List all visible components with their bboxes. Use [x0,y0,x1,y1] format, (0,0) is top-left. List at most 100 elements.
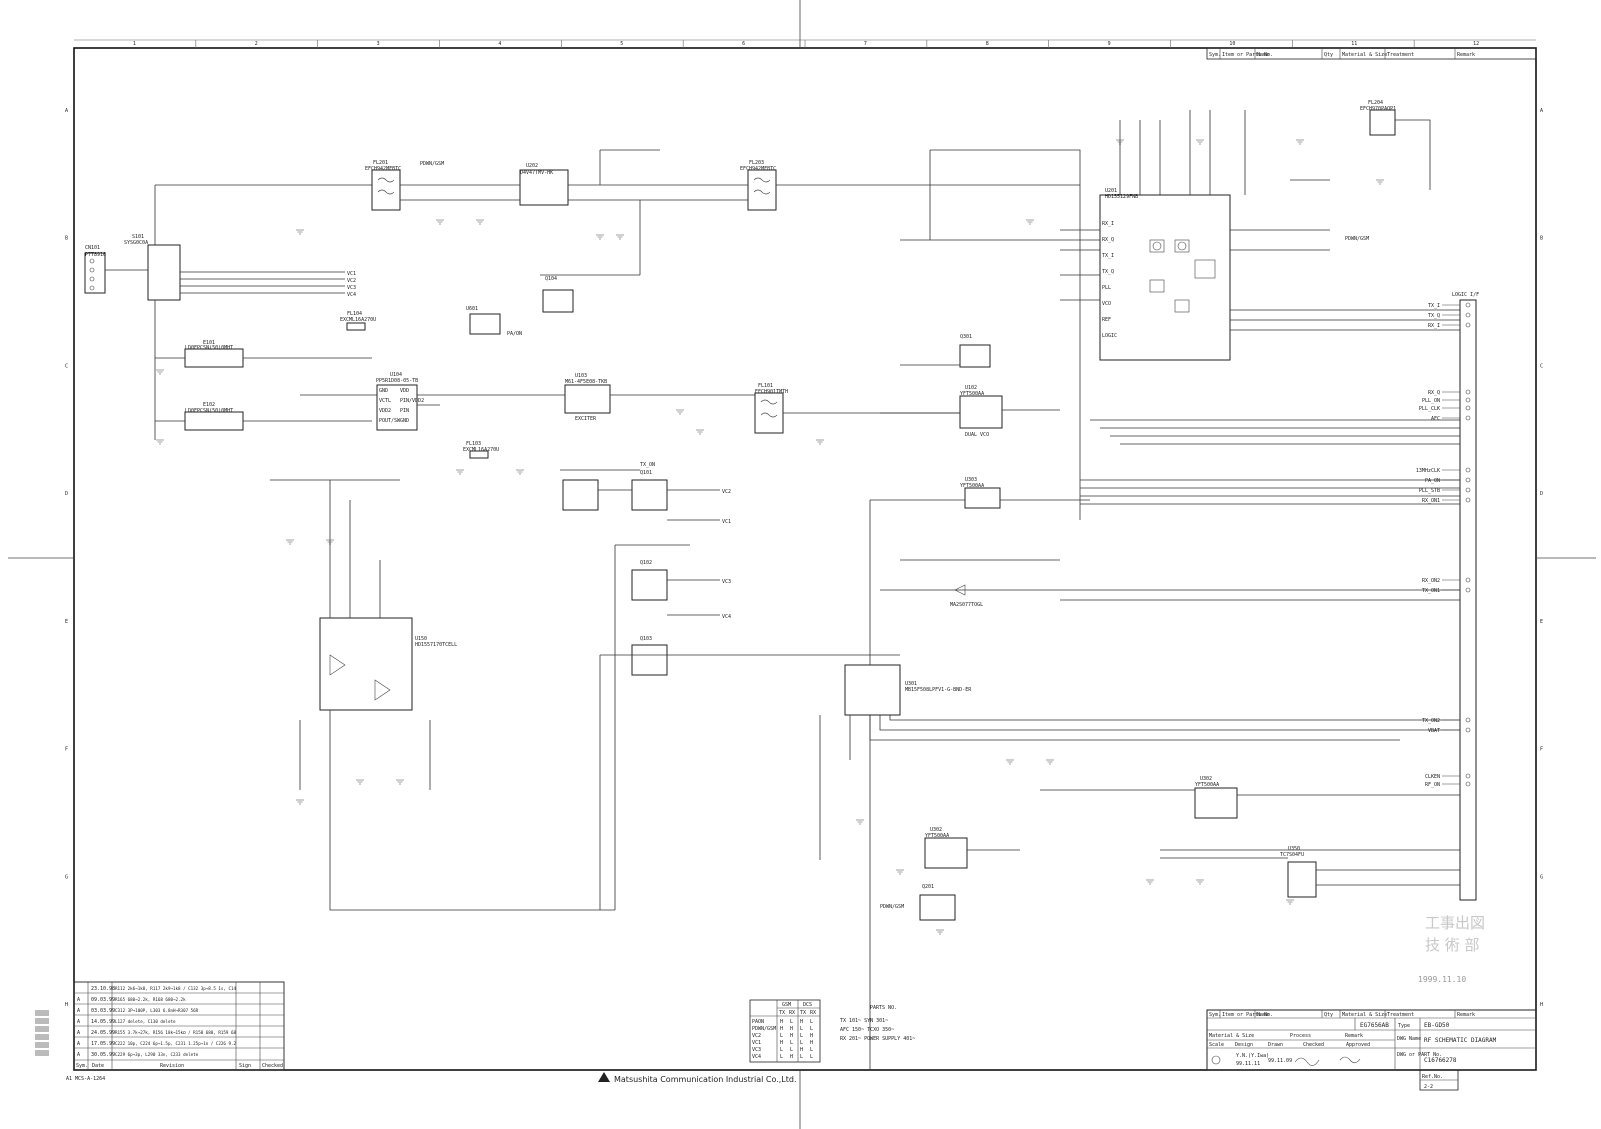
rev-row-date: 23.10.98 [91,986,115,992]
u103-label: U103 [575,373,587,379]
fl203-part: EFCH942MFBTC [740,166,776,172]
fl103-part: EXCML16A270U [463,447,499,453]
rev-row-text: R112 2k6→1k8, R117 2k9→1k8 / C132 3p→8.5… [115,986,236,991]
ground-symbol [436,219,444,225]
q301-label: Q201 [922,884,934,890]
q181-label: Q301 [960,334,972,340]
u201-section: U201 HD155129FNB RX_IRX_QTX_ITX_QPLLVCOR… [900,100,1460,520]
mode-row-value: H [810,1040,813,1046]
mode-row-value: H [790,1033,793,1039]
logic-if-pin-dot [1465,415,1471,421]
dwg-name: RF SCHEMATIC DIAGRAM [1424,1037,1497,1044]
vc1-out: VC1 [722,519,731,525]
logic-if-pin-dot [1465,467,1471,473]
rev-row-date: 17.05.99 [91,1041,115,1047]
rev-row-text: R165 680→2.2k, R168 680→2.2k [115,997,186,1002]
logic-if-pin-label: PA_ON [1425,478,1440,484]
q102-label: Q101 [640,470,652,476]
rev-row-text: C312 3P→100P, L303 6.8nH→R307 56R [115,1008,199,1013]
grid-row-label: F [1540,747,1543,753]
grid-row-label: G [1540,874,1543,880]
grid-col-label: 4 [498,41,501,47]
grid-col-label: 10 [1229,41,1235,47]
pdwn-gsm-net-2: PDWN/GSM [1345,236,1369,242]
ground-symbol [396,779,404,785]
ground-symbol [156,369,164,375]
grid-col-label: 1 [133,41,136,47]
grid-row-label: H [1540,1002,1543,1008]
stamp-date: 1999.11.10 [1418,975,1466,984]
ground-symbol [356,779,364,785]
u103-part: M61-4F5E08-TKB [565,379,607,385]
u303-label: U302 [1200,776,1212,782]
q103-label: Q102 [640,560,652,566]
mode-row-value: L [810,1019,813,1025]
logic-if-pin-label: TX_ON2 [1422,718,1440,724]
signatures [1294,1056,1361,1066]
e102-part: LD0FPCSN(50)0MHT [185,408,233,414]
rev-col-revision: Revision [160,1063,184,1069]
u201-pin-label: TX_I [1102,253,1114,259]
dwg-part-label: DWG or PART No. [1397,1052,1442,1058]
mode-sub-rx1: RX [789,1010,795,1016]
u350-part: YFT500AA [960,483,984,489]
grid-row-label: H [65,1002,68,1008]
design-name: Y.N.(Y.Iwa) [1236,1053,1269,1059]
dwg-name-label: DWG Name [1397,1036,1421,1042]
fl101-part: EFCH901TMTH [755,389,788,395]
mode-row-label: VC3 [752,1047,761,1053]
u201-pin-label: VCO [1102,301,1111,307]
mode-row-value: H [800,1019,803,1025]
rev-row-sym: A [77,1008,80,1014]
logic-if-pin-dot [1465,322,1471,328]
sheet-number: 2-2 [1424,1084,1433,1090]
u102-label: U102 [965,385,977,391]
rev-row-text: C229 6p→3p, L290 33n, C233 delete [115,1052,199,1057]
rev-row-sym: A [77,1052,80,1058]
logic-if-pin-label: TX_I [1428,303,1440,309]
vc1-net: VC1 [347,271,356,277]
ground-symbol [896,869,904,875]
mode-row-value: L [800,1040,803,1046]
grid-col-label: 11 [1351,41,1357,47]
mode-row-label: VC2 [752,1033,761,1039]
grid-col-label: 12 [1473,41,1479,47]
mode-row-value: L [790,1019,793,1025]
mode-dcs-header: DCS [803,1002,812,1008]
mode-row-value: H [780,1019,783,1025]
ground-symbol [1046,759,1054,765]
ground-symbol [1146,879,1154,885]
ground-symbol [676,409,684,415]
company-name: Matsushita Communication Industrial Co.,… [614,1075,797,1084]
ground-symbol [816,439,824,445]
logic-if-pin-dot [1465,397,1471,403]
scale-label: Scale [1209,1042,1224,1048]
design-date: 99.11.11 [1236,1061,1260,1067]
mode-row-value: L [810,1054,813,1060]
u104-pin-label: GND [400,418,409,424]
ground-symbol [1376,179,1384,185]
rev-col-sym: Sym. [76,1063,88,1069]
mode-sub-tx1: TX [779,1010,785,1016]
rev-row-text: R155 3.7k→27k, R156 18k→15kΩ / R158 680,… [115,1030,236,1035]
grid-row-label: E [65,619,68,625]
parts-no-line-1: TX 101~ SYN 301~ [840,1018,888,1024]
ground-symbol [596,234,604,240]
rev-row-text: C222 10p, C224 6p→1.5p, C231 1.25p→1n / … [115,1041,236,1046]
u102-part: YFT500AA [960,391,984,397]
u104-pin-label: POUT/SW [379,418,401,424]
mode-row-value: L [800,1033,803,1039]
parts-no-block: PARTS NO. TX 101~ SYN 301~ AFC 150~ TCXO… [840,1005,915,1042]
u201-internal-blocks [1149,239,1216,313]
type-label: Type [1398,1023,1410,1029]
ground-symbol [936,929,944,935]
ground-symbol [1286,899,1294,905]
grid-row-label: G [65,874,68,880]
rev-row-date: 30.05.99 [91,1052,115,1058]
logic-if-pin-label: RX_ON2 [1422,578,1440,584]
remark-label: Remark [1345,1033,1363,1039]
d350-part: MA2S077TOGL [950,602,983,608]
pdwn-gsm-net: PDWN/GSM [420,161,444,167]
